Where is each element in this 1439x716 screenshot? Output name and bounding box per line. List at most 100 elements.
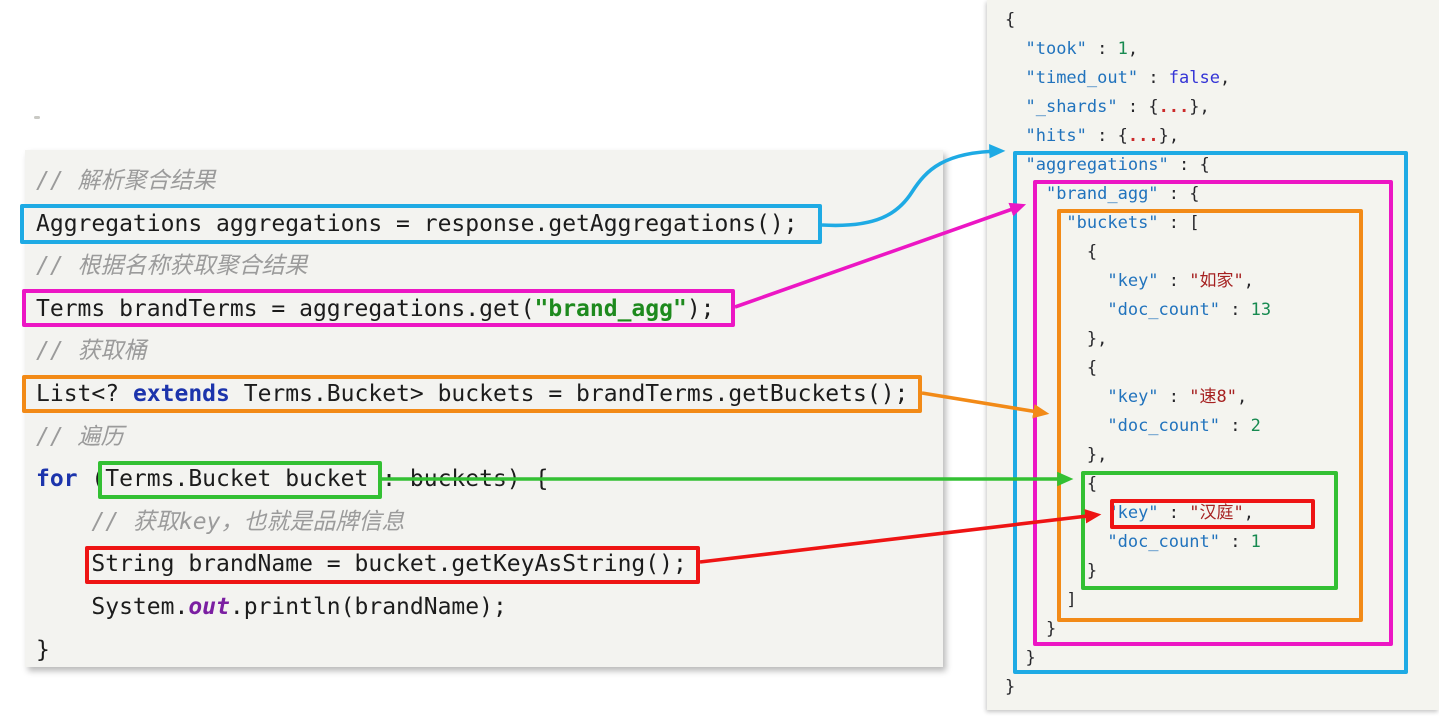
punc-token: :: [1158, 271, 1190, 291]
punc-token: ,: [1127, 39, 1139, 59]
json-line: }: [1005, 557, 1271, 586]
punc-token: :: [1219, 532, 1251, 552]
plain-token: Terms brandTerms = aggregations.get(: [36, 295, 535, 322]
punc-token: {: [1005, 10, 1016, 30]
json-line: {: [1005, 238, 1271, 267]
punc-token: [1005, 155, 1025, 175]
key-token: "doc_count": [1107, 532, 1220, 552]
string-token: "brand_agg": [534, 295, 687, 322]
num-token: 1: [1117, 39, 1128, 59]
punc-token: [1005, 184, 1046, 204]
punc-token: ,: [1243, 503, 1254, 523]
code-line: // 解析聚合结果: [36, 160, 908, 203]
plain-token: System.: [36, 593, 189, 620]
comment-token: // 获取key，也就是品牌信息: [91, 508, 405, 535]
num-token: 13: [1250, 300, 1272, 320]
json-response-panel: { "took" : 1, "timed_out" : false, "_sha…: [987, 0, 1439, 710]
json-line: {: [1005, 6, 1271, 35]
comment-token: // 遍历: [36, 423, 124, 450]
code-line: for (Terms.Bucket bucket : buckets) {: [36, 458, 908, 501]
str-token: "如家": [1189, 271, 1244, 291]
punc-token: {: [1005, 242, 1098, 262]
code-line: Aggregations aggregations = response.get…: [36, 203, 908, 246]
punc-token: ,: [1236, 387, 1248, 407]
field-token: out: [188, 593, 230, 620]
num-token: 1: [1250, 532, 1261, 552]
key-token: "aggregations": [1025, 155, 1169, 175]
json-line: {: [1005, 354, 1271, 383]
punc-token: [1005, 271, 1107, 291]
punc-token: : {: [1117, 97, 1159, 117]
plain-token: List<?: [36, 380, 133, 407]
key-token: "doc_count": [1107, 300, 1220, 320]
key-token: "hits": [1025, 126, 1087, 146]
bool-token: false: [1168, 68, 1220, 88]
code-line: // 根据名称获取聚合结果: [36, 245, 908, 288]
punc-token: [1005, 300, 1107, 320]
dots-token: ...: [1127, 126, 1159, 146]
json-line: "took" : 1,: [1005, 35, 1271, 64]
num-token: 2: [1250, 416, 1261, 436]
punc-token: :: [1138, 68, 1169, 88]
code-line: Terms brandTerms = aggregations.get("bra…: [36, 288, 908, 331]
punc-token: },: [1005, 329, 1108, 349]
key-token: "buckets": [1066, 213, 1159, 233]
punc-token: }: [1005, 648, 1036, 668]
punc-token: }: [1005, 677, 1016, 697]
punc-token: {: [1005, 358, 1098, 378]
plain-token: String brandName = bucket.getKeyAsString…: [36, 551, 687, 578]
code-line: // 获取桶: [36, 330, 908, 373]
punc-token: :: [1219, 416, 1251, 436]
punc-token: [1005, 97, 1025, 117]
punc-token: :: [1158, 387, 1190, 407]
punc-token: [1005, 503, 1107, 523]
punc-token: [1005, 39, 1025, 59]
punc-token: [1005, 213, 1066, 233]
json-line: "hits" : {...},: [1005, 122, 1271, 151]
str-token: "汉庭": [1189, 503, 1244, 523]
punc-token: [1005, 387, 1107, 407]
json-line: "brand_agg" : {: [1005, 180, 1271, 209]
json-line: }: [1005, 644, 1271, 673]
json-line: "doc_count" : 2: [1005, 412, 1271, 441]
json-line: "timed_out" : false,: [1005, 64, 1271, 93]
keyword-token: for: [36, 466, 78, 493]
json-line: },: [1005, 325, 1271, 354]
punc-token: : [: [1158, 213, 1200, 233]
java-code-panel: // 解析聚合结果 Aggregations aggregations = res…: [25, 150, 943, 667]
java-code-text: // 解析聚合结果 Aggregations aggregations = res…: [36, 160, 908, 671]
code-line: System.out.println(brandName);: [36, 586, 908, 629]
plain-token: Aggregations aggregations = response.get…: [36, 210, 798, 237]
punc-token: : {: [1086, 126, 1128, 146]
code-line: }: [36, 629, 908, 672]
json-line: }: [1005, 673, 1271, 702]
key-token: "_shards": [1025, 97, 1118, 117]
punc-token: {: [1005, 474, 1098, 494]
key-token: "key": [1107, 503, 1159, 523]
punc-token: }: [1005, 561, 1098, 581]
punc-token: }: [1005, 619, 1057, 639]
comment-token: // 根据名称获取聚合结果: [36, 253, 308, 280]
code-line: String brandName = bucket.getKeyAsString…: [36, 543, 908, 586]
punc-token: :: [1219, 300, 1251, 320]
keyword-token: extends: [132, 380, 230, 407]
code-line: List<? extends Terms.Bucket> buckets = b…: [36, 373, 908, 416]
key-token: "took": [1025, 39, 1087, 59]
punc-token: [1005, 416, 1107, 436]
json-line: "_shards" : {...},: [1005, 93, 1271, 122]
plain-token: .println(brandName);: [229, 593, 507, 620]
comment-token: // 获取桶: [36, 338, 147, 365]
stray-mark: [34, 116, 40, 119]
punc-token: ,: [1219, 68, 1231, 88]
punc-token: },: [1158, 126, 1180, 146]
punc-token: :: [1158, 503, 1190, 523]
key-token: "timed_out": [1025, 68, 1139, 88]
json-line: "buckets" : [: [1005, 209, 1271, 238]
json-line: "key" : "如家",: [1005, 267, 1271, 296]
punc-token: : {: [1158, 184, 1200, 204]
punc-token: ,: [1243, 271, 1254, 291]
punc-token: },: [1189, 97, 1210, 117]
punc-token: },: [1005, 445, 1108, 465]
plain-token: [36, 509, 91, 535]
punc-token: ]: [1005, 590, 1077, 610]
